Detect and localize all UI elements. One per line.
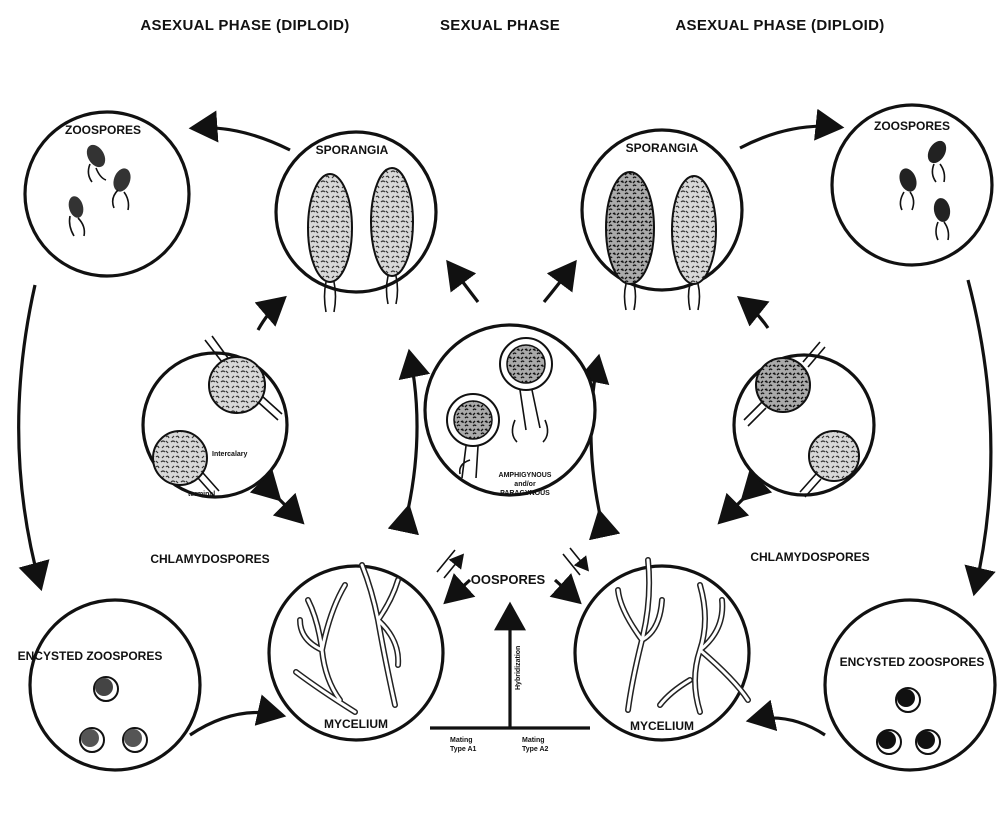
label-amphigynous-1: AMPHIGYNOUS	[499, 472, 552, 479]
encysted-cell	[896, 688, 920, 712]
arrow-pair-mating-left	[437, 550, 462, 578]
encysted-cell	[916, 730, 940, 754]
label-chlamydospores-left: CHLAMYDOSPORES	[150, 552, 269, 566]
phase-title-sexual: SEXUAL PHASE	[440, 17, 560, 34]
circle-sporangia-right: SPORANGIA	[582, 130, 742, 310]
circle-sporangia-left: SPORANGIA	[276, 132, 436, 312]
arrow-chlamydospores-mycelium-left	[277, 497, 300, 520]
arrow-chlamydospores-to-sporangia-right	[742, 300, 768, 328]
label-amphigynous-2: and/or	[514, 481, 536, 488]
arrow-zoospores-to-encysted-left	[19, 285, 40, 585]
label-mycelium-left: MYCELIUM	[324, 717, 388, 731]
encysted-cell	[80, 728, 104, 752]
label-hybridization: Hybridization	[515, 646, 522, 690]
circle-zoospores-right: ZOOSPORES	[832, 105, 992, 265]
circle-zoospores-left: ZOOSPORES	[25, 112, 189, 276]
arrow-encysted-to-mycelium-left	[190, 713, 280, 736]
arrow-sporangia-to-zoospores-right	[740, 126, 838, 148]
encysted-cell	[123, 728, 147, 752]
label-zoospores-left: ZOOSPORES	[65, 123, 141, 137]
label-intercalary: Intercalary	[212, 451, 248, 458]
arrow-oospores-to-mycelium-left	[448, 580, 470, 600]
sporangium	[672, 176, 716, 310]
label-mating-a2-line2: Type A2	[522, 746, 549, 753]
arrow-oospores-to-mycelium-right	[555, 580, 577, 600]
arrow-oospores-to-sporangia-left	[450, 265, 478, 302]
label-mating-a1-line1: Mating	[450, 737, 473, 744]
circle-chlamydospores-left: Intercalary terminal	[143, 336, 287, 498]
circle-encysted-right: ENCYSTED ZOOSPORES	[825, 600, 995, 770]
arrow-sporangia-to-zoospores-left	[195, 128, 290, 150]
label-mycelium-right: MYCELIUM	[630, 719, 694, 733]
label-sporangia-left: SPORANGIA	[316, 143, 389, 157]
arrow-chlamydospores-mycelium-right	[722, 497, 745, 520]
arrow-mycelium-sporangia-left	[408, 355, 417, 510]
circle-mycelium-left: MYCELIUM	[269, 565, 443, 740]
encysted-cell	[94, 677, 118, 701]
arrow-zoospores-to-encysted-right	[968, 280, 991, 590]
arrow-oospores-to-sporangia-right	[544, 265, 573, 302]
label-mating-a1-line2: Type A1	[450, 746, 477, 753]
arrow-encysted-to-mycelium-right	[752, 718, 825, 735]
circle-mycelium-right: MYCELIUM	[575, 560, 749, 740]
label-chlamydospores-right: CHLAMYDOSPORES	[750, 550, 869, 564]
arrow-chlamydospores-to-sporangia-left	[258, 300, 282, 330]
label-sporangia-right: SPORANGIA	[626, 141, 699, 155]
label-amphigynous-3: PARAGYNOUS	[500, 490, 550, 497]
phase-title-asexual-right: ASEXUAL PHASE (DIPLOID)	[675, 17, 884, 34]
label-encysted-right: ENCYSTED ZOOSPORES	[840, 655, 985, 669]
circle-encysted-left: ENCYSTED ZOOSPORES	[18, 600, 200, 770]
label-encysted-left: ENCYSTED ZOOSPORES	[18, 649, 163, 663]
label-zoospores-right: ZOOSPORES	[874, 119, 950, 133]
label-oospores: OOSPORES	[471, 572, 546, 587]
arrow-pair-mating-right	[563, 548, 587, 575]
phase-title-asexual-left: ASEXUAL PHASE (DIPLOID)	[140, 17, 349, 34]
circle-oospores-center: AMPHIGYNOUS and/or PARAGYNOUS	[425, 325, 595, 497]
label-mating-a2-line1: Mating	[522, 737, 545, 744]
circle-chlamydospores-right	[734, 342, 874, 497]
label-terminal: terminal	[188, 491, 215, 498]
encysted-cell	[877, 730, 901, 754]
